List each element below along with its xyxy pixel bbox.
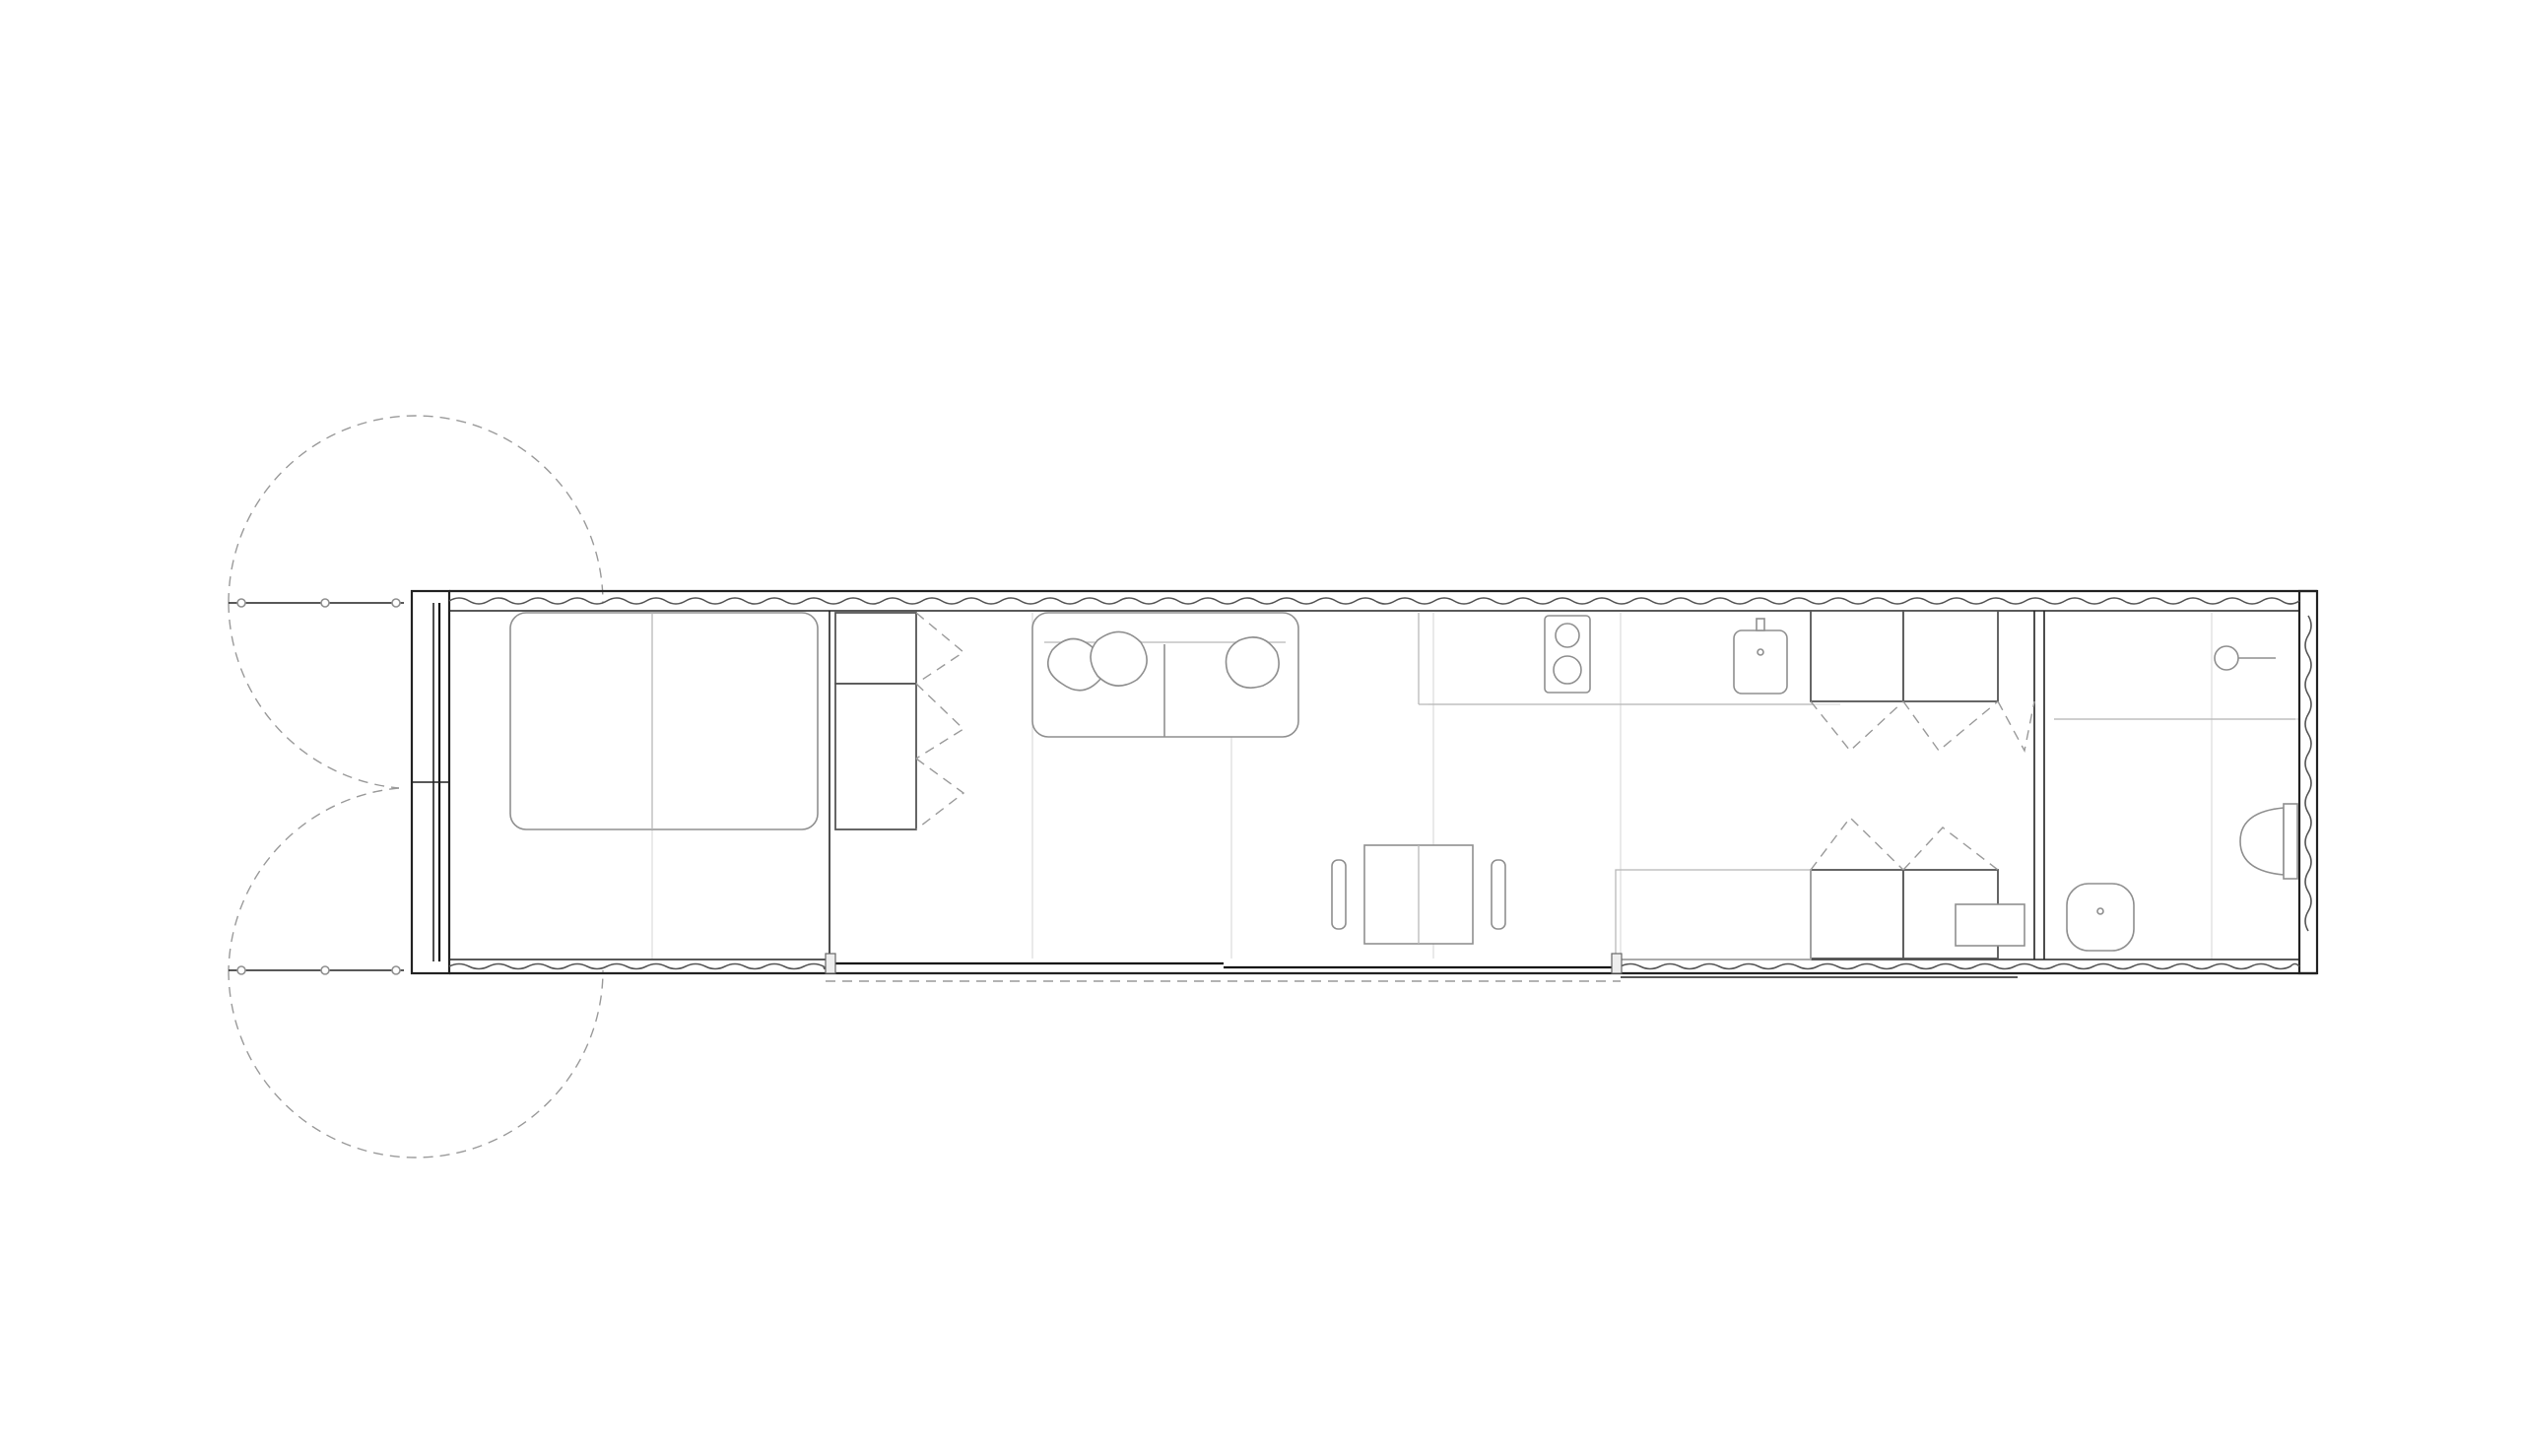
container-walls: [410, 589, 2319, 975]
double-bed: [509, 612, 819, 830]
sink: [1733, 618, 1788, 695]
wc: [2239, 803, 2298, 880]
wardrobe-with-hinged-doors: [829, 611, 965, 960]
double-swing-doors: [228, 415, 604, 1158]
glass-sliding-door: [825, 953, 2018, 982]
two-seat-sofa-with-cushions: [1031, 612, 1299, 738]
two-ring-cooktop: [1544, 615, 1591, 694]
wash-basin: [2066, 883, 2135, 952]
table-with-chairs: [1331, 844, 1506, 945]
storage-cabinets: [1615, 610, 2025, 960]
bathroom-partition: [1997, 611, 2045, 960]
kitchen-counter: [1418, 613, 1813, 705]
shower: [2054, 645, 2295, 720]
